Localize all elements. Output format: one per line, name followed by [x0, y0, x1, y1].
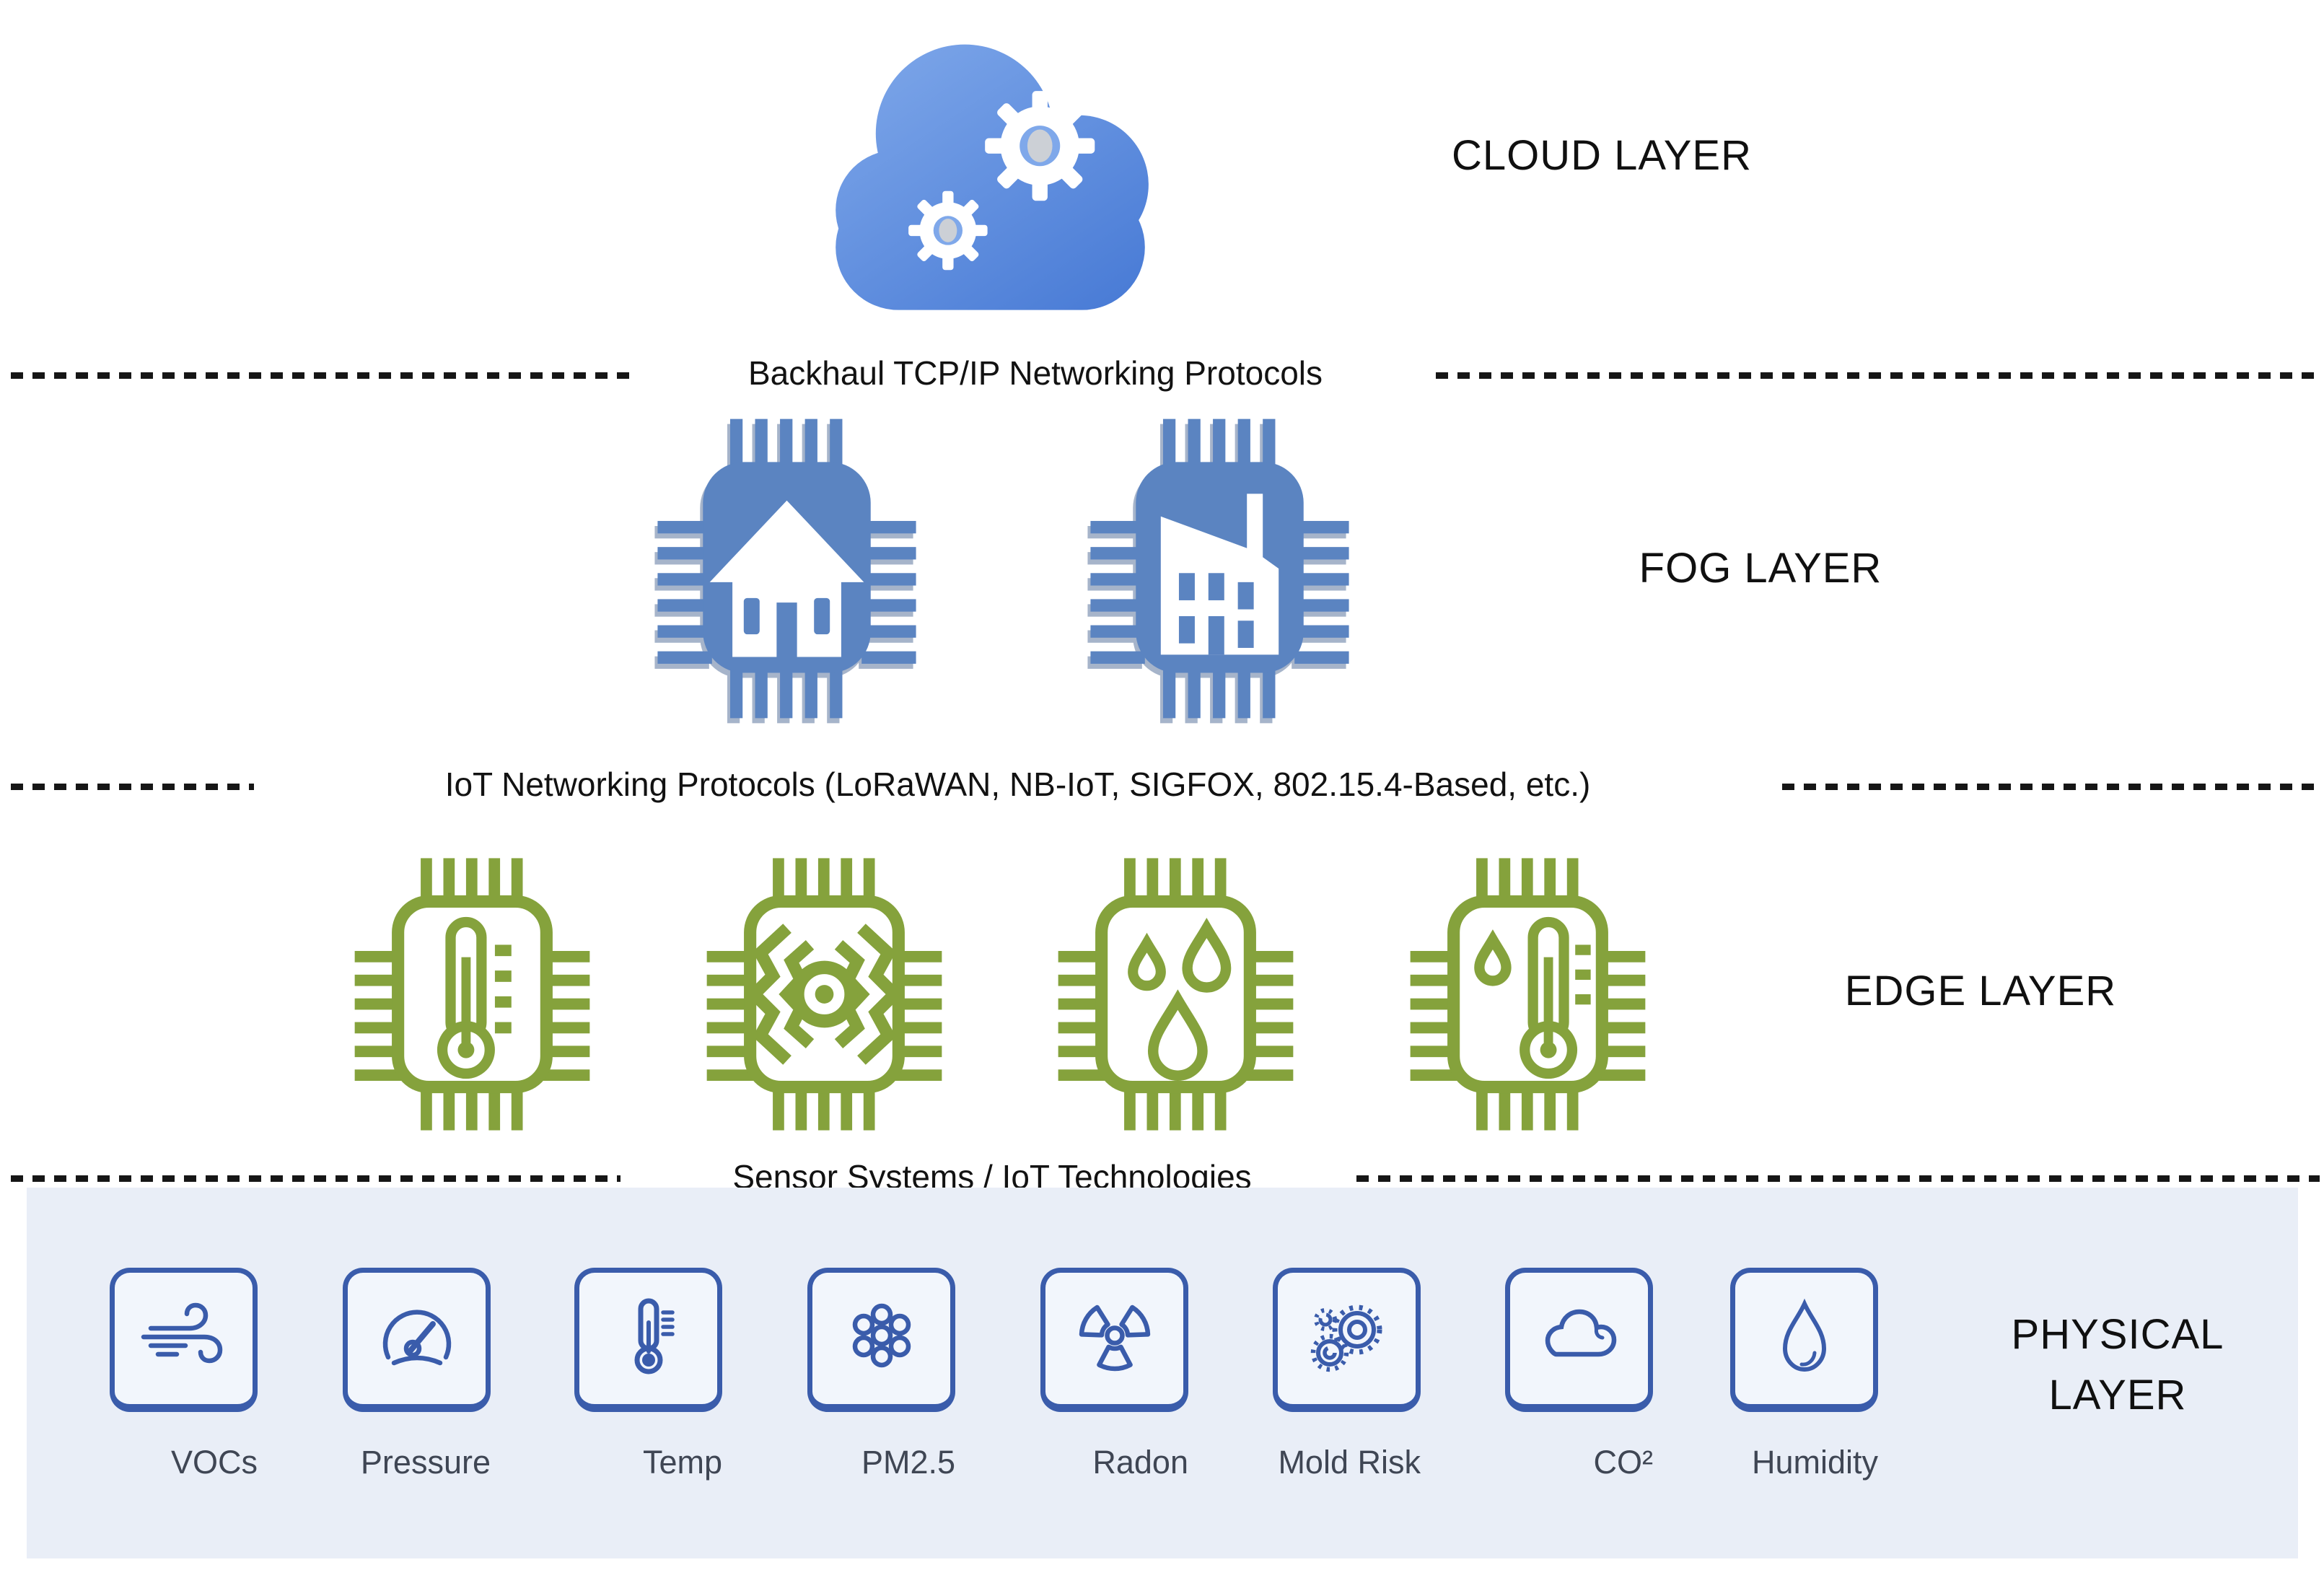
chip-water-drops-icon — [1058, 858, 1294, 1131]
sensor-label: CO² — [1593, 1444, 1654, 1481]
cloud-gears-icon — [836, 44, 1149, 310]
sensor-label: Radon — [1092, 1444, 1188, 1481]
sensor-tile — [343, 1268, 491, 1412]
divider-dash-left-2 — [11, 784, 254, 790]
sensor-tile — [1505, 1268, 1653, 1412]
gauge-icon — [382, 1310, 451, 1366]
divider-label-backhaul: Backhaul TCP/IP Networking Protocols — [748, 354, 1323, 392]
fog-layer-label: FOG LAYER — [1639, 545, 1882, 592]
sensor-mold-risk: Mold Risk — [1273, 1268, 1421, 1481]
chip-smart-home-icon — [657, 418, 916, 719]
divider-dash-left-3 — [11, 1175, 621, 1182]
sensor-humidity: Humidity — [1730, 1268, 1878, 1481]
sensor-label: Temp — [642, 1444, 722, 1481]
divider-label-iot-protocols: IoT Networking Protocols (LoRaWAN, NB-Io… — [444, 766, 1591, 803]
chip-smart-factory-icon — [1090, 418, 1349, 719]
mold-spores-icon — [1310, 1304, 1382, 1372]
chip-temp-humidity-icon — [1410, 858, 1646, 1131]
sensor-pm25: PM2.5 — [807, 1268, 955, 1481]
sensor-tile — [1730, 1268, 1878, 1412]
divider-dash-left-1 — [11, 372, 635, 379]
sensor-label: VOCs — [170, 1444, 258, 1481]
edge-layer-label: EDGE LAYER — [1844, 968, 2117, 1014]
sensor-label: Pressure — [360, 1444, 491, 1481]
sensor-label: Mold Risk — [1278, 1444, 1421, 1481]
divider-dash-right-1 — [1436, 372, 2320, 379]
sensor-tile — [807, 1268, 955, 1412]
chip-thermometer-icon — [354, 858, 590, 1131]
radiation-icon — [1079, 1304, 1150, 1372]
sensor-pressure: Pressure — [343, 1268, 491, 1481]
wind-icon — [141, 1302, 222, 1364]
water-drop-icon — [1782, 1298, 1826, 1372]
sensor-label: PM2.5 — [861, 1444, 955, 1481]
co2-cloud-icon — [1545, 1309, 1616, 1357]
sensor-tile — [1273, 1268, 1421, 1412]
sensor-temp: Temp — [574, 1268, 722, 1481]
sensor-tile — [110, 1268, 258, 1412]
sensor-tile — [574, 1268, 722, 1412]
gear-icon-small — [908, 190, 988, 271]
cloud-layer-label: CLOUD LAYER — [1451, 132, 1753, 179]
divider-dash-right-2 — [1782, 784, 2320, 790]
divider-dash-right-3 — [1356, 1175, 2320, 1182]
sensor-label: Humidity — [1751, 1444, 1878, 1481]
gear-icon-large — [985, 91, 1095, 201]
physical-layer-label: PHYSICAL LAYER — [2011, 1311, 2224, 1418]
sensor-tile — [1040, 1268, 1188, 1412]
particles-icon — [852, 1303, 911, 1368]
sensor-vocs: VOCs — [110, 1268, 258, 1481]
sensor-radon: Radon — [1040, 1268, 1188, 1481]
chip-vibration-icon — [706, 858, 942, 1131]
sensor-co2: CO² — [1505, 1268, 1653, 1481]
thermometer-icon — [634, 1298, 675, 1374]
